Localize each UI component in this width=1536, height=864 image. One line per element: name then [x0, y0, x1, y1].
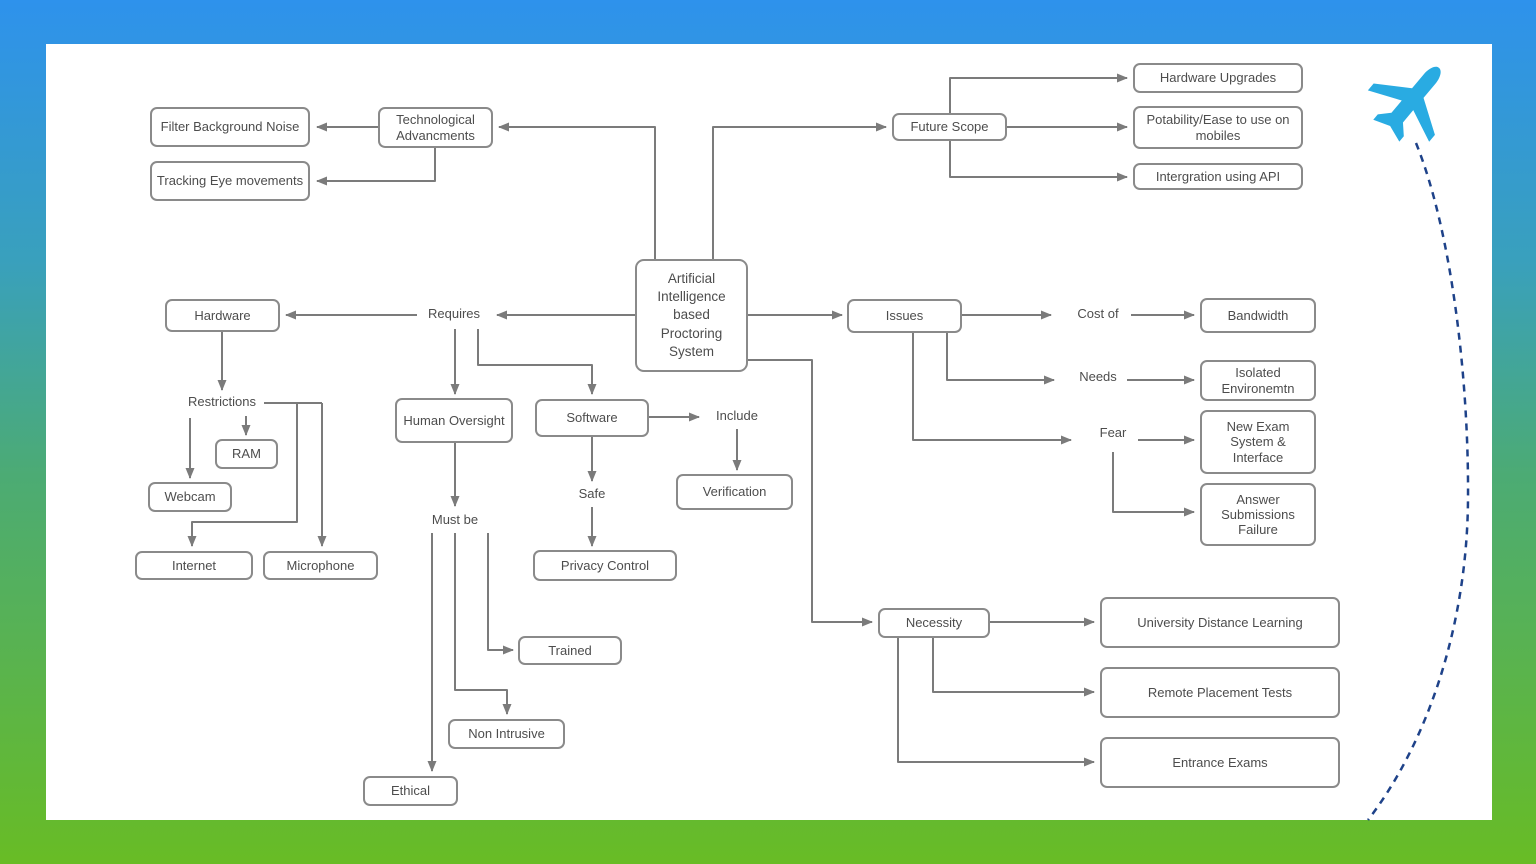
node-hardware-upgrades: Hardware Upgrades	[1133, 63, 1303, 93]
node-label: Hardware Upgrades	[1159, 70, 1277, 86]
node-label: Verification	[702, 484, 767, 500]
label-include: Include	[716, 408, 758, 423]
node-label: University Distance Learning	[1137, 614, 1303, 630]
label-fear: Fear	[1099, 425, 1127, 440]
node-non-intrusive: Non Intrusive	[448, 719, 565, 749]
node-label: Internet	[171, 557, 217, 573]
node-label: Isolated Environemtn	[1221, 365, 1295, 396]
node-label: Trained	[548, 642, 592, 658]
node-technological-advancements: Technological Advancments	[378, 107, 493, 148]
airplane-icon	[1367, 66, 1441, 142]
node-label: Software	[566, 410, 618, 426]
label-must-be: Must be	[431, 512, 479, 527]
label-safe: Safe	[578, 486, 606, 501]
node-portability-mobiles: Potability/Ease to use on mobiles	[1133, 106, 1303, 149]
label-requires: Requires	[427, 306, 481, 321]
label-needs: Needs	[1079, 369, 1117, 384]
node-privacy-control: Privacy Control	[533, 550, 677, 581]
node-label: Privacy Control	[560, 557, 650, 573]
node-future-scope: Future Scope	[892, 113, 1007, 141]
node-integration-api: Intergration using API	[1133, 163, 1303, 190]
node-label: Ethical	[390, 783, 431, 799]
node-label: Microphone	[286, 557, 355, 573]
node-label: Intergration using API	[1155, 168, 1281, 184]
node-filter-background-noise: Filter Background Noise	[150, 107, 310, 147]
node-label: New Exam System & Interface	[1226, 419, 1290, 465]
node-microphone: Microphone	[263, 551, 378, 580]
node-isolated-environment: Isolated Environemtn	[1200, 360, 1316, 401]
node-label: Answer Submissions Failure	[1221, 491, 1295, 538]
node-label: Webcam	[164, 489, 216, 505]
node-hardware: Hardware	[165, 299, 280, 332]
node-label: RAM	[232, 446, 261, 462]
node-label: Future Scope	[910, 119, 989, 135]
node-label: Entrance Exams	[1172, 754, 1268, 770]
node-ethical: Ethical	[363, 776, 458, 806]
node-webcam: Webcam	[148, 482, 232, 512]
node-label: Filter Background Noise	[160, 119, 300, 135]
label-restrictions: Restrictions	[188, 394, 256, 409]
node-trained: Trained	[518, 636, 622, 665]
node-verification: Verification	[676, 474, 793, 510]
node-software: Software	[535, 399, 649, 437]
node-necessity: Necessity	[878, 608, 990, 638]
node-ram: RAM	[215, 439, 278, 469]
node-ai-proctoring-system: Artificial Intelligence based Proctoring…	[635, 259, 748, 372]
node-label: Human Oversight	[403, 412, 505, 428]
node-university-distance-learning: University Distance Learning	[1100, 597, 1340, 648]
node-label: Non Intrusive	[468, 726, 545, 742]
node-issues: Issues	[847, 299, 962, 333]
node-label: Necessity	[905, 615, 963, 631]
flight-path-line	[1367, 142, 1470, 821]
node-new-exam-system: New Exam System & Interface	[1200, 410, 1316, 474]
node-internet: Internet	[135, 551, 253, 580]
node-label: Issues	[885, 308, 924, 324]
node-entrance-exams: Entrance Exams	[1100, 737, 1340, 788]
node-answer-submissions-failure: Answer Submissions Failure	[1200, 483, 1316, 546]
node-label: Artificial Intelligence based Proctoring…	[657, 270, 726, 359]
node-remote-placement-tests: Remote Placement Tests	[1100, 667, 1340, 718]
node-bandwidth: Bandwidth	[1200, 298, 1316, 333]
node-label: Potability/Ease to use on mobiles	[1146, 112, 1290, 143]
node-label: Bandwidth	[1227, 307, 1289, 323]
node-label: Tracking Eye movements	[156, 173, 304, 189]
node-label: Remote Placement Tests	[1147, 684, 1293, 700]
node-human-oversight: Human Oversight	[395, 398, 513, 443]
node-label: Technological Advancments	[396, 112, 475, 143]
node-tracking-eye-movements: Tracking Eye movements	[150, 161, 310, 201]
node-label: Hardware	[194, 307, 251, 323]
label-cost-of: Cost of	[1077, 306, 1119, 321]
